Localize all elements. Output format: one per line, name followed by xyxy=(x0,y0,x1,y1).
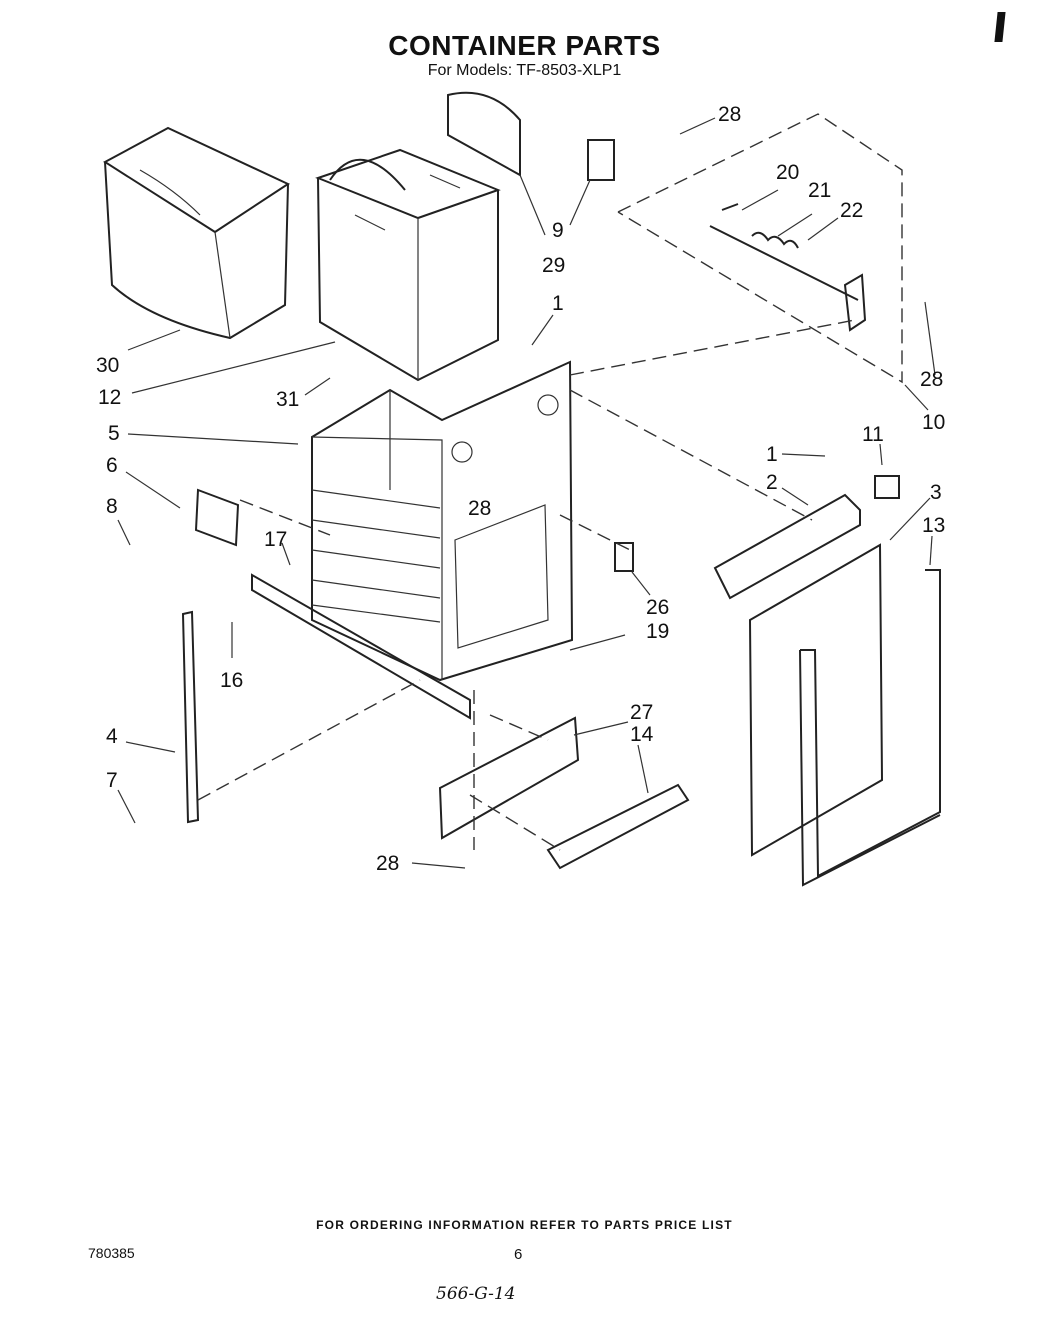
callout-11: 11 xyxy=(862,423,884,446)
door-panel-part xyxy=(748,543,884,857)
bottom-rail-part xyxy=(251,573,471,720)
callout-27: 27 xyxy=(630,701,654,724)
callout-28-right: 28 xyxy=(920,368,944,391)
assembly-frame-10 xyxy=(617,113,903,384)
callout-8: 8 xyxy=(106,495,118,518)
callout-1-right: 1 xyxy=(766,443,778,466)
callout-9: 9 xyxy=(552,219,564,242)
rod-spring-assembly-part xyxy=(709,203,867,332)
callout-16: 16 xyxy=(220,669,244,692)
page-number: 6 xyxy=(514,1246,523,1263)
callout-4: 4 xyxy=(106,725,118,748)
bracket-6-part xyxy=(194,488,240,547)
callout-7: 7 xyxy=(106,769,118,792)
side-strip-4-part xyxy=(181,610,421,824)
handwritten-code: 566-G-14 xyxy=(436,1284,516,1304)
callout-3: 3 xyxy=(930,481,942,504)
model-subtitle: For Models: TF-8503-XLP1 xyxy=(427,62,622,79)
bracket-11-part xyxy=(874,475,900,499)
kickplate-part xyxy=(438,716,690,870)
callout-17: 17 xyxy=(264,528,288,551)
rail-2-part xyxy=(713,493,861,600)
callout-29: 29 xyxy=(542,254,566,277)
container-body-part xyxy=(311,360,574,682)
door-frame-part xyxy=(799,569,941,887)
bracket-26-part xyxy=(614,542,634,572)
callout-14: 14 xyxy=(630,723,654,746)
callout-28-center: 28 xyxy=(468,497,492,520)
liner-lid-part xyxy=(447,91,521,177)
document-number: 780385 xyxy=(88,1245,135,1261)
bracket-9-part xyxy=(587,139,615,181)
callout-5: 5 xyxy=(108,422,120,445)
alignment-lines xyxy=(239,319,856,851)
callout-26: 26 xyxy=(646,596,670,619)
callout-28-bottom: 28 xyxy=(376,852,400,875)
trash-bag-part xyxy=(103,126,291,340)
callout-2: 2 xyxy=(766,471,778,494)
callout-30: 30 xyxy=(96,354,120,377)
callout-12: 12 xyxy=(98,386,122,409)
callout-31: 31 xyxy=(276,388,300,411)
callout-6: 6 xyxy=(106,454,118,477)
callout-22: 22 xyxy=(840,199,864,222)
callout-20: 20 xyxy=(776,161,800,184)
container-liner-part xyxy=(315,148,501,382)
leader-arrows xyxy=(117,117,936,869)
ordering-info-note: FOR ORDERING INFORMATION REFER TO PARTS … xyxy=(316,1218,733,1232)
callout-10: 10 xyxy=(922,411,946,434)
callout-1-top: 1 xyxy=(552,292,564,315)
page-title: CONTAINER PARTS xyxy=(388,30,661,61)
callout-19: 19 xyxy=(646,620,670,643)
callout-13: 13 xyxy=(922,514,946,537)
callout-21: 21 xyxy=(808,179,832,202)
callout-28-top: 28 xyxy=(718,103,742,126)
